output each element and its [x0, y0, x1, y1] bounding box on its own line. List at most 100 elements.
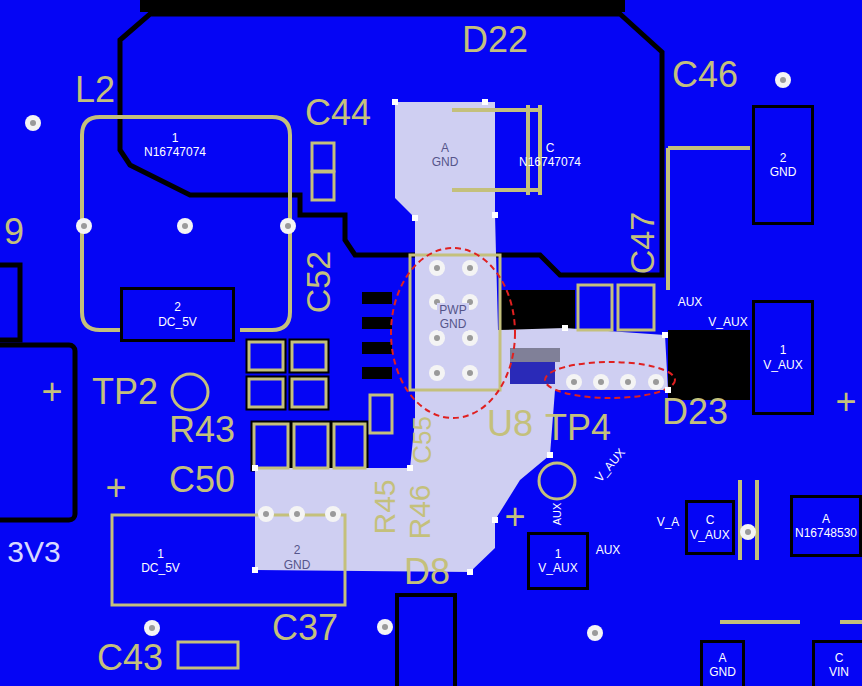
pad-text: 2	[780, 151, 787, 165]
pad-text: A	[718, 651, 726, 665]
designator: C47	[625, 212, 659, 274]
test-point	[172, 374, 208, 410]
via	[429, 260, 445, 276]
selection-handle	[662, 332, 668, 338]
via-hole	[434, 265, 440, 271]
via-hole	[81, 223, 87, 229]
polarity-mark: +	[41, 374, 62, 410]
pad-text: 2	[294, 543, 301, 557]
smd-pad	[252, 422, 290, 470]
designator: 9	[4, 214, 24, 250]
clearance-outline	[120, 14, 662, 275]
selection-handle	[407, 465, 413, 471]
resistor-outline	[334, 424, 365, 468]
pad-text: 1	[157, 547, 164, 561]
capacitor-outline	[668, 148, 750, 290]
pad-text: V_AUX	[538, 561, 577, 575]
pad-text: GND	[770, 165, 797, 179]
net-label: AUX	[596, 544, 621, 556]
selection-handle	[412, 215, 418, 221]
designator: TP2	[92, 374, 158, 410]
resistor-outline	[254, 424, 288, 468]
via-hole	[467, 335, 473, 341]
selection-handle	[467, 569, 473, 575]
designator: R43	[169, 412, 235, 448]
net-label: AUX	[552, 503, 563, 526]
designator: C43	[97, 640, 163, 676]
clearance	[140, 0, 625, 12]
via-hole	[745, 529, 751, 535]
via-hole	[285, 223, 291, 229]
via-hole	[263, 511, 269, 517]
pad: PWPGND	[415, 296, 491, 338]
capacitor-outline	[370, 395, 392, 433]
pad-text: A	[822, 512, 830, 526]
pad: 1V_AUX	[752, 300, 814, 415]
pad-text: N16747074	[519, 155, 581, 169]
via	[648, 374, 664, 390]
ic-outline	[410, 255, 500, 390]
designator: C52	[301, 251, 335, 313]
designator: D22	[462, 22, 528, 58]
polarity-mark: +	[504, 499, 525, 535]
pad-highlight	[510, 348, 560, 362]
pad-text: GND	[432, 155, 459, 169]
highlight-ellipse	[391, 248, 515, 418]
clearance	[668, 330, 750, 400]
designator: TP4	[545, 410, 611, 446]
via	[740, 524, 756, 540]
via	[462, 330, 478, 346]
pad-text: 2	[174, 300, 181, 314]
capacitor-outline	[312, 143, 334, 171]
via	[593, 374, 609, 390]
smd-pad	[247, 377, 285, 409]
pad: CV_AUX	[685, 500, 735, 555]
pad-text: PWP	[437, 303, 468, 317]
via-hole	[571, 379, 577, 385]
designator: C46	[672, 57, 738, 93]
resistor-outline	[292, 342, 326, 370]
ic-pin	[362, 342, 392, 354]
via-hole	[330, 511, 336, 517]
via-hole	[780, 77, 786, 83]
net-label: AUX	[678, 296, 703, 308]
via	[587, 625, 603, 641]
via-hole	[182, 223, 188, 229]
via-hole	[467, 265, 473, 271]
selection-handle	[562, 325, 568, 331]
via	[620, 374, 636, 390]
pad-text: 1	[780, 343, 787, 357]
via-hole	[653, 379, 659, 385]
pad: 1V_AUX	[527, 532, 589, 590]
smd-pad	[290, 377, 328, 409]
via-hole	[294, 511, 300, 517]
diode-outline	[452, 105, 540, 195]
designator: R45	[370, 479, 400, 534]
via-hole	[625, 379, 631, 385]
designator: C55	[409, 416, 435, 464]
pad-text: DC_5V	[141, 561, 180, 575]
clearance	[500, 290, 575, 330]
diode-outline	[740, 480, 757, 560]
ic-pin	[362, 317, 392, 329]
pad: CN16747074	[510, 135, 590, 175]
designator: C44	[305, 95, 371, 131]
via-hole	[382, 624, 388, 630]
selection-handle	[665, 387, 671, 393]
via	[258, 506, 274, 522]
resistor-outline	[294, 424, 328, 468]
pad-text: DC_5V	[158, 315, 197, 329]
test-point	[539, 463, 575, 499]
via	[144, 620, 160, 636]
pad-text: A	[441, 141, 449, 155]
smd-pad	[247, 340, 285, 372]
via-hole	[434, 370, 440, 376]
ic-pin	[362, 367, 392, 379]
via	[462, 260, 478, 276]
smd-pad	[332, 422, 367, 470]
via-hole	[592, 630, 598, 636]
via	[377, 619, 393, 635]
via-hole	[434, 335, 440, 341]
